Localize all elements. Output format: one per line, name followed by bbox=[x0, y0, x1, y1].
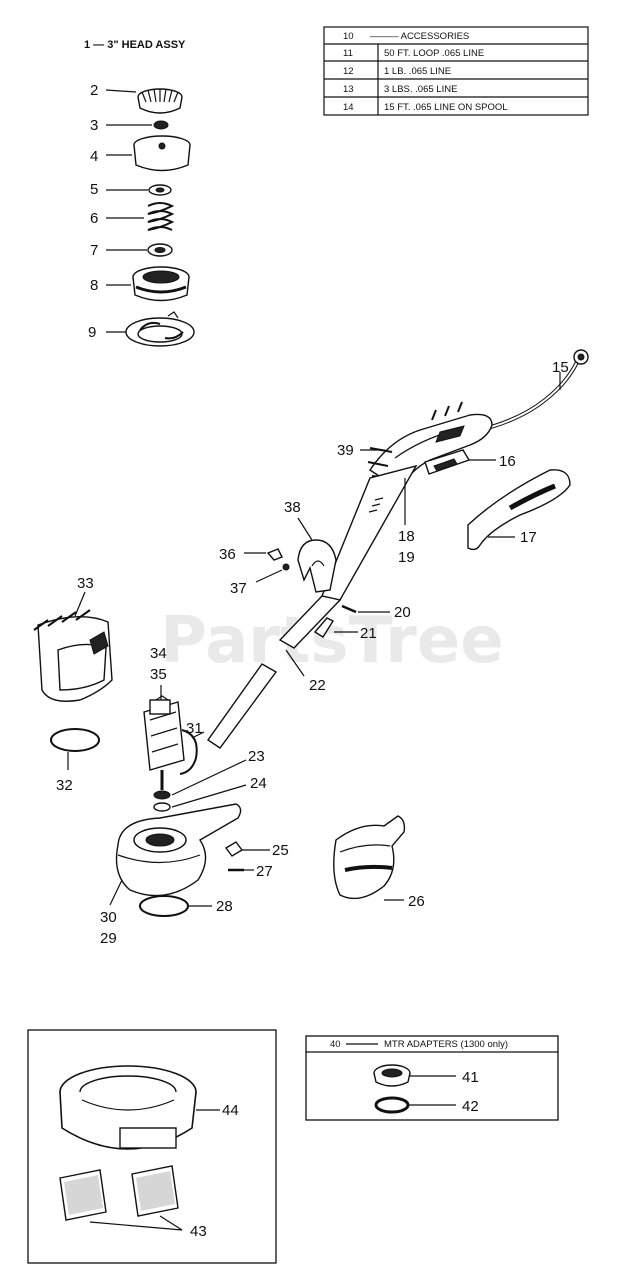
accessories-row-desc: 50 FT. LOOP .065 LINE bbox=[384, 48, 484, 59]
callout-35: 35 bbox=[150, 666, 167, 683]
callout-28: 28 bbox=[216, 898, 233, 915]
callout-39: 39 bbox=[337, 442, 354, 459]
head-assy-title: 1 — 3" HEAD ASSY bbox=[84, 39, 186, 51]
callout-20: 20 bbox=[394, 604, 411, 621]
callout-3: 3 bbox=[90, 117, 98, 134]
adapters-box bbox=[305, 1035, 559, 1121]
part-25-wing-nut bbox=[224, 841, 244, 857]
part-7-washer bbox=[147, 243, 173, 257]
part-24-washer bbox=[153, 802, 171, 812]
part-15-cord bbox=[479, 349, 589, 432]
part-17-grip bbox=[467, 469, 571, 551]
adapters-num: 40 bbox=[330, 1039, 341, 1050]
part-43-pads bbox=[59, 1165, 179, 1221]
callout-8: 8 bbox=[90, 277, 98, 294]
accessories-row-num: 13 bbox=[343, 84, 354, 95]
callout-31: 31 bbox=[186, 720, 203, 737]
callout-22: 22 bbox=[309, 677, 326, 694]
part-30-lower-housing bbox=[115, 803, 242, 897]
callout-41: 41 bbox=[462, 1069, 479, 1086]
callout-37: 37 bbox=[230, 580, 247, 597]
part-20-screw bbox=[341, 604, 357, 614]
part-34-motor bbox=[143, 695, 185, 790]
accessories-row-desc: 15 FT. .065 LINE ON SPOOL bbox=[384, 102, 508, 113]
callout-18: 18 bbox=[398, 528, 415, 545]
callout-26: 26 bbox=[408, 893, 425, 910]
part-37-screw bbox=[282, 563, 290, 571]
part-21-clip bbox=[313, 617, 335, 638]
callout-5: 5 bbox=[90, 181, 98, 198]
callout-38: 38 bbox=[284, 499, 301, 516]
accessories-row-desc: ——— ACCESSORIES bbox=[370, 31, 469, 42]
part-22-lower-shaft bbox=[207, 595, 342, 749]
part-38-assist-handle bbox=[297, 539, 337, 593]
part-2-bump-knob bbox=[137, 88, 183, 114]
callout-33: 33 bbox=[77, 575, 94, 592]
part-31-wires bbox=[179, 729, 198, 775]
part-42-adapter bbox=[374, 1096, 410, 1114]
accessories-table: 10 ——— ACCESSORIES 11 50 FT. LOOP .065 L… bbox=[323, 26, 589, 116]
callout-4: 4 bbox=[90, 148, 98, 165]
callout-24: 24 bbox=[250, 775, 267, 792]
part-36-knob bbox=[266, 548, 283, 561]
part-5-washer bbox=[148, 184, 172, 196]
callout-32: 32 bbox=[56, 777, 73, 794]
accessories-row-desc: 3 LBS. .065 LINE bbox=[384, 84, 457, 95]
callout-43: 43 bbox=[190, 1223, 207, 1240]
accessories-row-desc: 1 LB. .065 LINE bbox=[384, 66, 451, 77]
callout-36: 36 bbox=[219, 546, 236, 563]
callout-6: 6 bbox=[90, 210, 98, 227]
part-3-nut bbox=[153, 120, 169, 130]
callout-42: 42 bbox=[462, 1098, 479, 1115]
part-44-bumper bbox=[59, 1065, 197, 1150]
adapters-title: MTR ADAPTERS (1300 only) bbox=[384, 1039, 508, 1050]
part-9-hub bbox=[125, 311, 195, 347]
part-33-housing-half bbox=[33, 609, 113, 702]
callout-19: 19 bbox=[398, 549, 415, 566]
callout-29: 29 bbox=[100, 930, 117, 947]
watermark: PartsTree bbox=[160, 604, 504, 678]
callout-17: 17 bbox=[520, 529, 537, 546]
callout-30: 30 bbox=[100, 909, 117, 926]
callout-21: 21 bbox=[360, 625, 377, 642]
kit-box bbox=[27, 1029, 277, 1264]
part-4-spool-cover bbox=[133, 135, 191, 172]
callout-27: 27 bbox=[256, 863, 273, 880]
callout-23: 23 bbox=[248, 748, 265, 765]
callout-44: 44 bbox=[222, 1102, 239, 1119]
part-41-adapter bbox=[373, 1064, 411, 1087]
callout-9: 9 bbox=[88, 324, 96, 341]
accessories-row-num: 11 bbox=[343, 48, 353, 59]
callout-2: 2 bbox=[90, 82, 98, 99]
callout-15: 15 bbox=[552, 359, 569, 376]
callout-34: 34 bbox=[150, 645, 167, 662]
part-23-washer bbox=[153, 790, 171, 800]
callout-16: 16 bbox=[499, 453, 516, 470]
callout-7: 7 bbox=[90, 242, 98, 259]
part-28-ring bbox=[139, 895, 189, 917]
part-8-spool bbox=[132, 266, 190, 302]
callout-25: 25 bbox=[272, 842, 289, 859]
accessories-row-num: 14 bbox=[343, 102, 354, 113]
accessories-row-num: 10 bbox=[343, 31, 354, 42]
part-26-attachment bbox=[333, 815, 406, 900]
accessories-row-num: 12 bbox=[343, 66, 354, 77]
part-32-ring bbox=[50, 728, 100, 752]
part-6-spring bbox=[147, 202, 175, 231]
